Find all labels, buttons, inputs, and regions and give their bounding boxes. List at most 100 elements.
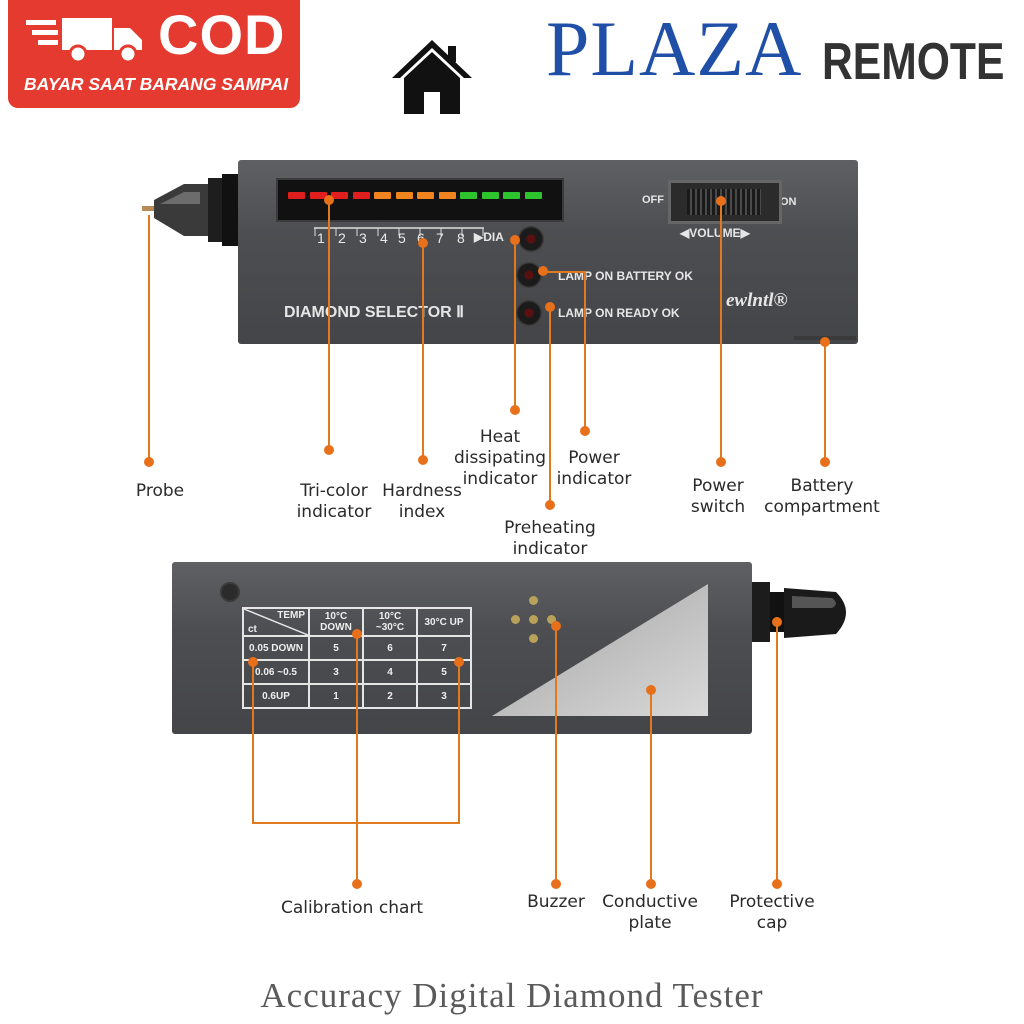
scale-ruler-icon — [314, 227, 484, 236]
conductive-callout-dot — [646, 879, 656, 889]
power-ind-callout-line — [584, 271, 586, 431]
footer-title: Accuracy Digital Diamond Tester — [260, 976, 764, 1015]
led-segment — [352, 192, 370, 199]
ready-lamp — [516, 300, 542, 326]
probe-callout-line — [148, 215, 150, 463]
brand-plaza: PLAZA — [546, 5, 803, 92]
power-ind-callout-hline — [542, 271, 586, 273]
table-cell: 1 — [308, 683, 364, 709]
protective-callout-dot — [772, 879, 782, 889]
conductive-plate — [492, 584, 708, 716]
led-segment — [481, 192, 499, 199]
hardness-callout-line — [422, 243, 424, 457]
table-cell: 3 — [416, 683, 472, 709]
table-cell: 7 — [416, 635, 472, 661]
cod-badge: COD BAYAR SAAT BARANG SAMPAI — [8, 0, 300, 108]
table-cell: 3 — [308, 659, 364, 685]
heat-callout-dot — [510, 235, 520, 245]
table-row: 0.06 ~0.5 3 4 5 — [242, 659, 472, 685]
scale-number: 7 — [436, 230, 444, 246]
buzzer-callout-line — [555, 626, 557, 884]
lamp-ready-label: LAMP ON READY OK — [558, 306, 680, 320]
lamp-battery-label: LAMP ON BATTERY OK — [558, 269, 693, 283]
on-label: ON — [780, 196, 797, 208]
scale-number: 3 — [359, 230, 367, 246]
calibration-callout-dot — [454, 657, 464, 667]
conductive-callout-line — [650, 690, 652, 884]
power-ind-callout-dot — [580, 426, 590, 436]
buzzer-hole — [511, 615, 520, 624]
scale-number: 4 — [380, 230, 388, 246]
calibration-callout-line — [458, 662, 460, 824]
calibration-callout-dot — [352, 879, 362, 889]
probe-callout-dot — [144, 457, 154, 467]
preheating-callout-dot — [545, 500, 555, 510]
hardness-callout-dot — [418, 238, 428, 248]
cod-subtitle: BAYAR SAAT BARANG SAMPAI — [23, 74, 289, 94]
scale-number: 2 — [338, 230, 346, 246]
buzzer-callout-dot — [551, 879, 561, 889]
dia-label: ▶DIA — [474, 230, 504, 244]
maker-logo: ewlntl® — [726, 290, 788, 311]
calibration-label: Calibration chart — [280, 898, 424, 918]
preheating-callout-dot — [545, 302, 555, 312]
table-cell: 4 — [362, 659, 418, 685]
top-device: 1 2 3 4 5 6 7 8 ▶DIA LAMP ON BATTERY OK … — [140, 150, 860, 350]
protective-cap-icon[interactable] — [752, 578, 860, 650]
heat-dissipating-button[interactable] — [518, 226, 544, 252]
tricolor-callout-dot — [324, 445, 334, 455]
scale-number: 8 — [457, 230, 465, 246]
heat-callout-dot — [510, 405, 520, 415]
off-label: OFF — [642, 194, 664, 206]
led-segment — [288, 192, 305, 199]
buzzer-label: Buzzer — [527, 892, 585, 912]
lanyard-hole — [220, 582, 240, 602]
led-display — [276, 178, 564, 222]
protective-callout-dot — [772, 617, 782, 627]
product-name: DIAMOND SELECTOR Ⅱ — [284, 304, 465, 321]
protective-callout-line — [776, 622, 778, 884]
buzzer-hole — [529, 596, 538, 605]
led-segment — [524, 192, 542, 199]
conductive-callout-dot — [646, 685, 656, 695]
probe-tip-icon — [142, 174, 242, 246]
led-segment — [438, 192, 456, 199]
power-switch-callout-line — [720, 200, 722, 462]
power-switch-callout-dot — [716, 457, 726, 467]
table-row: 0.05 DOWN 5 6 7 — [242, 635, 472, 661]
heat-callout-line — [514, 240, 516, 410]
power-ind-callout-dot — [538, 266, 548, 276]
battery-callout-dot — [820, 457, 830, 467]
home-icon[interactable] — [390, 36, 474, 116]
led-segment — [460, 192, 477, 199]
led-segment — [331, 192, 348, 199]
power-switch-callout-dot — [716, 196, 726, 206]
led-segment — [309, 192, 327, 199]
calibration-callout-line — [252, 662, 254, 824]
led-segment — [395, 192, 413, 199]
battery-lamp — [516, 262, 542, 288]
tricolor-callout-line — [328, 200, 330, 450]
scale-number: 5 — [398, 230, 406, 246]
tricolor-callout-dot — [324, 195, 334, 205]
battery-callout-line — [824, 342, 826, 462]
cod-title: COD — [158, 3, 286, 66]
buzzer-hole — [547, 615, 556, 624]
row-label: 0.05 DOWN — [242, 635, 310, 661]
table-cell: 2 — [362, 683, 418, 709]
probe-label: Probe — [135, 481, 185, 501]
top-device-body: 1 2 3 4 5 6 7 8 ▶DIA LAMP ON BATTERY OK … — [238, 160, 858, 344]
brand-remote: REMOTE — [822, 33, 1005, 91]
hardness-callout-dot — [418, 455, 428, 465]
buzzer-hole — [529, 615, 538, 624]
corner-top: TEMP — [277, 610, 305, 621]
led-segment — [374, 192, 391, 199]
